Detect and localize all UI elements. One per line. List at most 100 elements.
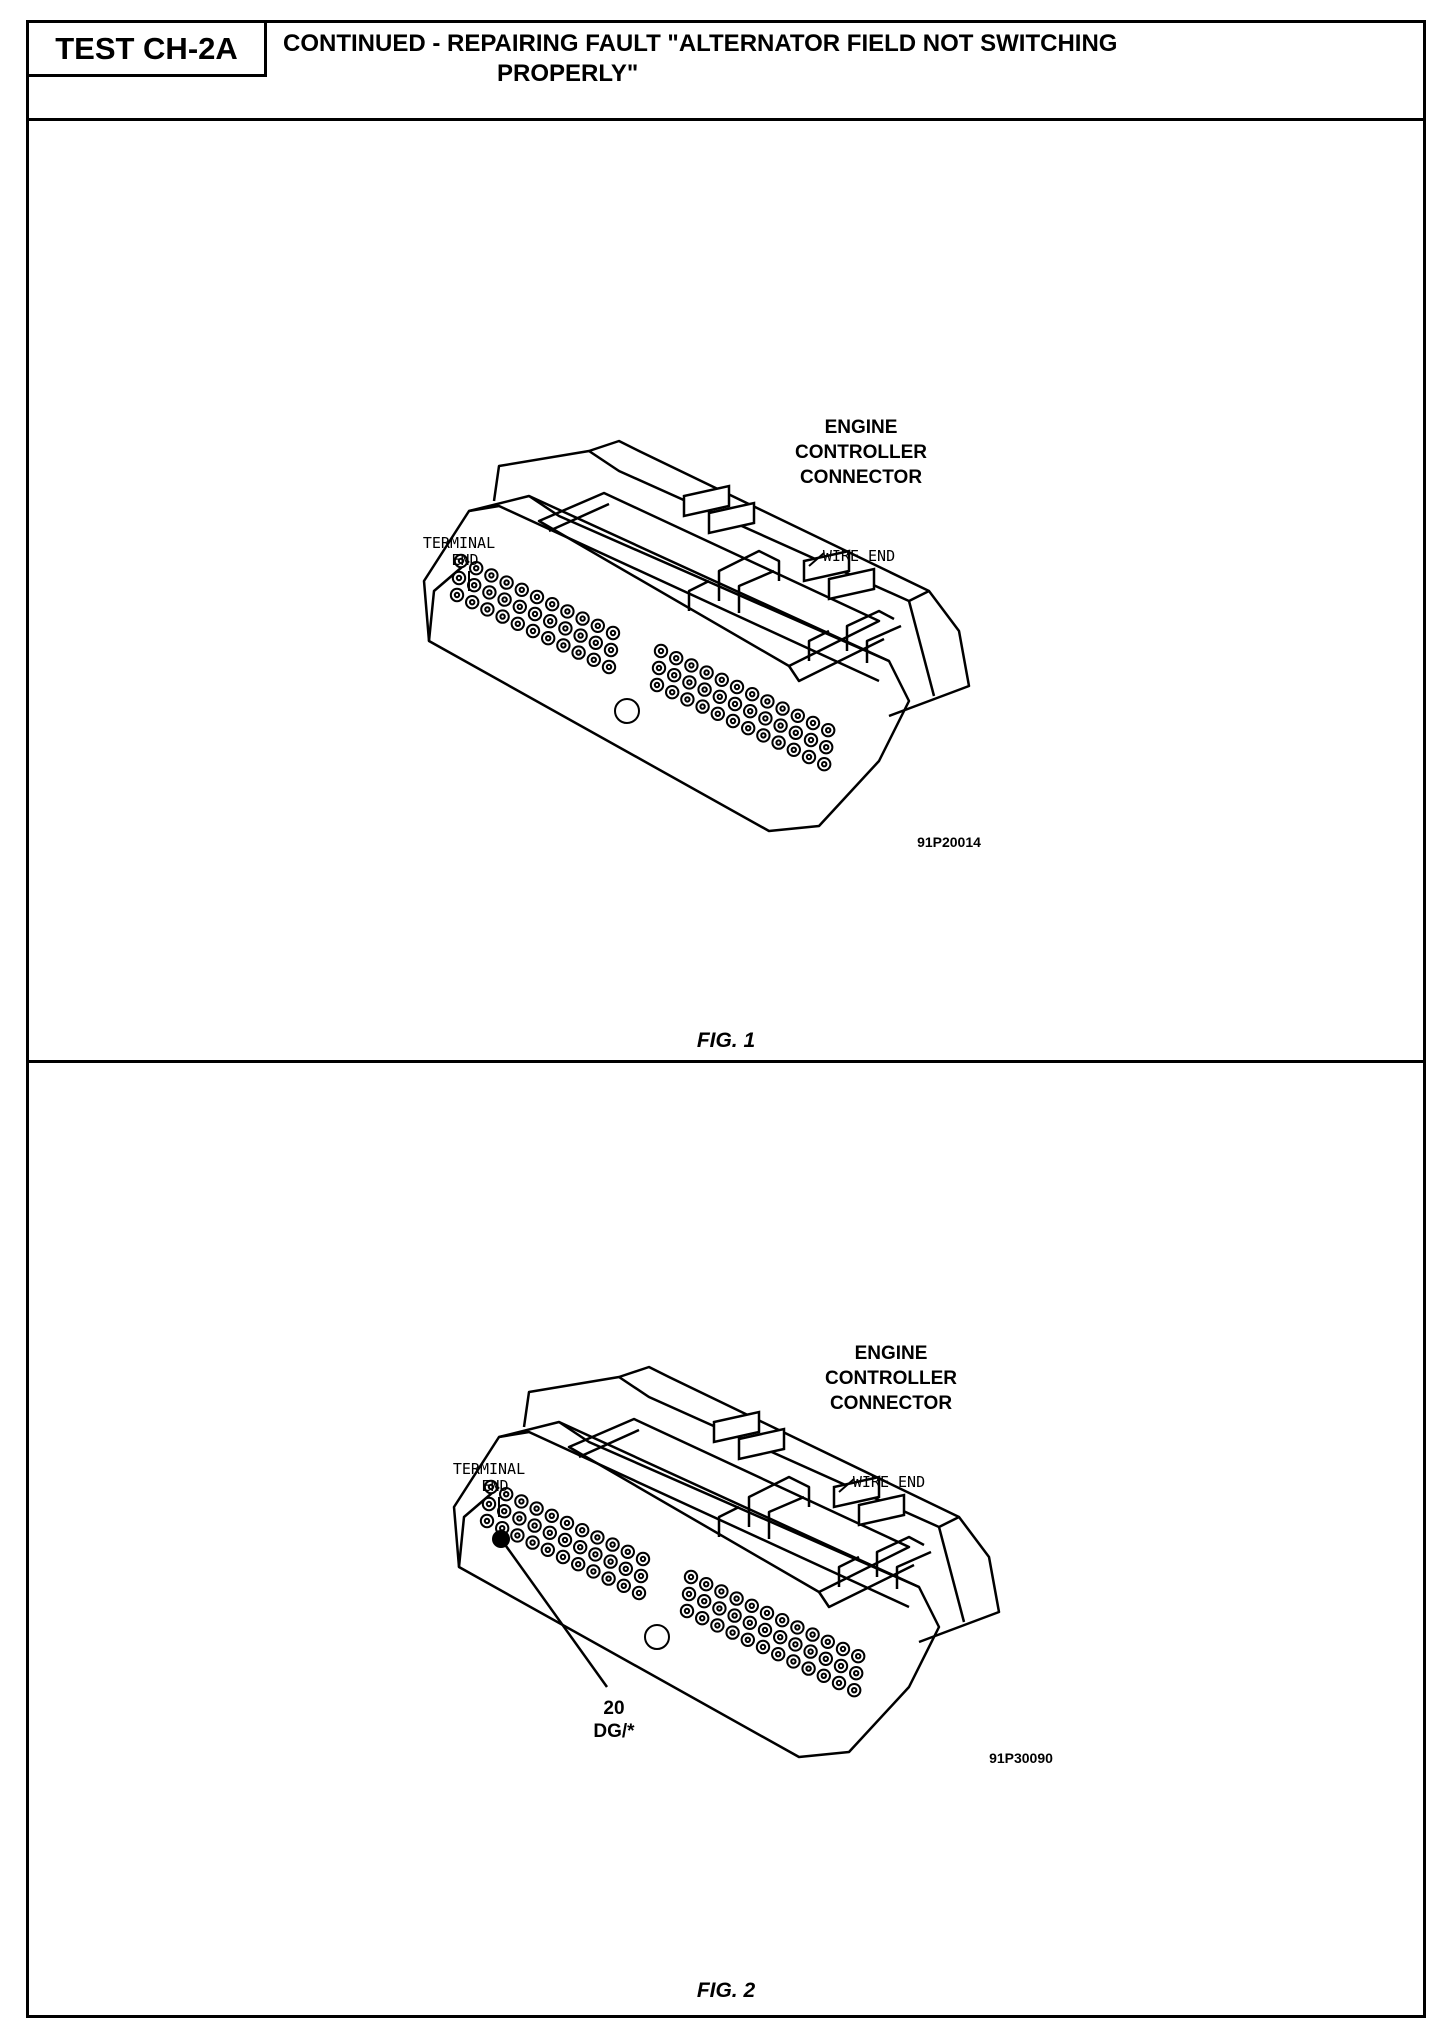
connector-label-1-line-3: CONNECTOR — [800, 467, 922, 488]
terminal-pin-socket — [579, 615, 586, 622]
center-key-hole-2 — [644, 1624, 670, 1650]
figure-1-drawing: ENGINE CONTROLLER CONNECTOR TERMINAL END… — [422, 417, 981, 850]
terminal-pin-socket — [823, 744, 830, 751]
terminal-pin-socket — [499, 1525, 506, 1532]
terminal-pin-socket — [501, 596, 508, 603]
terminal-pin-socket — [637, 1572, 645, 1580]
terminal-pin-socket — [529, 1539, 536, 1546]
terminal-pin-socket — [809, 719, 817, 727]
terminal-pin-socket — [687, 1573, 695, 1581]
header: TEST CH-2A CONTINUED - REPAIRING FAULT "… — [29, 23, 1423, 121]
part-number-1: 91P20014 — [917, 834, 981, 850]
terminal-pin-socket — [824, 1638, 831, 1645]
connector-1 — [422, 439, 971, 833]
terminal-pin-socket — [655, 664, 663, 672]
terminal-pin-socket — [561, 1536, 569, 1544]
terminal-pin-socket — [790, 1658, 797, 1665]
terminal-pin-socket — [805, 1665, 812, 1672]
terminal-pin-socket — [518, 1498, 525, 1505]
terminal-pin-socket — [469, 599, 476, 606]
terminal-pin-socket — [701, 1598, 708, 1605]
test-id-box: TEST CH-2A — [29, 23, 267, 77]
center-key-hole-1 — [614, 698, 640, 724]
terminal-pin-socket — [622, 1565, 629, 1572]
terminal-pin-socket — [716, 693, 723, 700]
terminal-pin-socket — [607, 646, 615, 654]
terminal-pin-socket — [792, 729, 799, 736]
terminal-pin-socket — [835, 1679, 843, 1687]
title-line-2: PROPERLY" — [497, 60, 639, 87]
terminal-pin-socket — [714, 710, 721, 717]
terminal-pin-socket — [657, 647, 665, 655]
terminal-pin-socket — [759, 1643, 767, 1651]
terminal-pin-socket — [699, 1615, 706, 1622]
pin-callout-wire: DG/* — [593, 1721, 635, 1742]
terminal-pin-socket — [579, 1527, 586, 1534]
terminal-pin-socket — [763, 1609, 771, 1617]
terminal-pin-socket — [590, 1568, 597, 1575]
terminal-pin-socket — [563, 1519, 571, 1527]
terminal-pin-socket — [807, 1648, 814, 1655]
page-frame: TEST CH-2A CONTINUED - REPAIRING FAULT "… — [26, 20, 1426, 2018]
figure-2-caption: FIG. 2 — [696, 1979, 756, 2002]
terminal-pin-socket — [777, 1634, 784, 1641]
terminal-pin-socket — [703, 669, 710, 676]
terminal-pin-socket — [453, 591, 461, 599]
wire-end-leader-2 — [838, 1478, 855, 1493]
terminal-pin-socket — [639, 1555, 647, 1563]
terminal-pin-socket — [575, 649, 582, 656]
terminal-pin-socket — [703, 1581, 710, 1588]
terminal-pin-socket — [514, 1532, 521, 1539]
terminal-pin-socket — [531, 1522, 538, 1529]
terminal-pin-socket — [545, 635, 552, 642]
terminal-pin-socket — [547, 618, 554, 625]
terminal-pin-socket — [529, 627, 537, 635]
terminal-pin-socket — [699, 703, 706, 710]
terminal-pin-socket — [853, 1670, 860, 1677]
wire-end-leader-1 — [808, 552, 825, 567]
terminal-pin-socket — [777, 722, 784, 729]
terminal-pin-socket — [518, 586, 525, 593]
terminal-pin-socket — [686, 679, 693, 686]
title-line-1: CONTINUED - REPAIRING FAULT "ALTERNATOR … — [283, 30, 1118, 57]
terminal-pin-socket — [685, 1590, 693, 1598]
terminal-pin-socket — [731, 700, 739, 708]
terminal-pin-socket — [731, 1612, 738, 1619]
terminal-pin-socket — [839, 1645, 847, 1653]
terminal-pin-socket — [748, 1602, 755, 1609]
terminal-pin-socket — [855, 1653, 862, 1660]
terminal-pin-socket — [533, 1505, 540, 1512]
terminal-pin-socket — [594, 1534, 601, 1541]
connector-2 — [452, 1365, 1001, 1759]
terminal-pin-socket — [609, 629, 617, 637]
terminal-pin-socket — [592, 639, 599, 646]
wire-end-label-2: WIRE END — [853, 1473, 925, 1491]
terminal-pin-socket — [592, 1551, 599, 1558]
terminal-pin-socket — [701, 686, 708, 693]
terminal-pin-socket — [775, 739, 782, 746]
terminal-pin-socket — [499, 613, 506, 620]
terminal-pin-socket — [718, 676, 725, 683]
terminal-pin-socket — [837, 1662, 845, 1670]
terminal-pin-socket — [560, 642, 567, 649]
terminal-end-label-1-line-2: END — [451, 551, 478, 569]
terminal-pin-socket — [487, 1483, 495, 1491]
terminal-pin-socket — [594, 622, 601, 629]
terminal-pin-socket — [575, 1561, 582, 1568]
terminal-pin-socket — [747, 708, 754, 715]
terminal-pin-socket — [501, 1508, 508, 1515]
terminal-pin-socket — [683, 1607, 691, 1615]
terminal-pin-socket — [779, 1617, 786, 1624]
terminal-pin-socket — [822, 1655, 829, 1662]
terminal-pin-socket — [549, 601, 556, 608]
terminal-pin-socket — [605, 663, 613, 671]
terminal-pin-socket — [483, 1517, 491, 1525]
terminal-pin-socket — [514, 620, 521, 627]
terminal-pin-socket — [624, 1548, 631, 1555]
terminal-pin-socket — [635, 1589, 643, 1597]
terminal-pin-socket — [809, 1631, 816, 1638]
figure-1-caption: FIG. 1 — [696, 1029, 756, 1052]
terminal-pin-socket — [620, 1582, 627, 1589]
terminal-pin-socket — [503, 1491, 510, 1498]
wire-end-label-1: WIRE END — [823, 547, 895, 565]
